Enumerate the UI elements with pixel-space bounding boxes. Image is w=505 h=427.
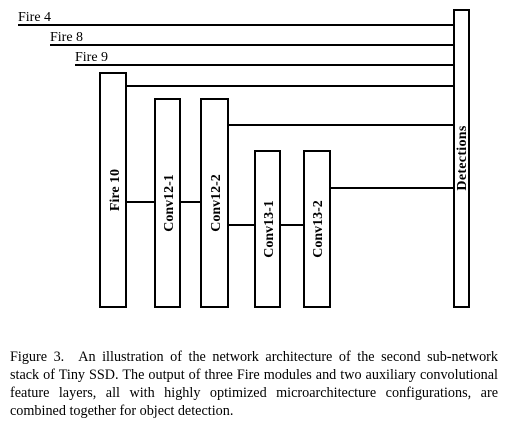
caption-label: Figure 3. xyxy=(10,349,65,365)
fire10-label: Fire 10 xyxy=(108,169,123,211)
conv12-1-label: Conv12-1 xyxy=(162,174,177,232)
caption-text: An illustration of the network architect… xyxy=(10,349,499,419)
fire8-label: Fire 8 xyxy=(50,30,83,45)
detections-label: Detections xyxy=(455,125,470,190)
conv13-1-label: Conv13-1 xyxy=(262,200,277,258)
architecture-diagram: Fire 4 Fire 8 Fire 9 Fire 10 Conv12-1 Co… xyxy=(18,9,470,308)
detections-block xyxy=(453,9,470,308)
fire10-block xyxy=(99,72,127,308)
conv12-2-label: Conv12-2 xyxy=(209,174,224,232)
conv13-2-block xyxy=(303,150,331,308)
fire4-label: Fire 4 xyxy=(18,10,51,25)
conv12-2-block xyxy=(200,98,229,308)
figure-caption: Figure 3.An illustration of the network … xyxy=(10,348,498,420)
conv12-1-block xyxy=(154,98,181,308)
conv13-2-label: Conv13-2 xyxy=(311,200,326,258)
conv13-1-block xyxy=(254,150,281,308)
fire9-label: Fire 9 xyxy=(75,50,108,65)
